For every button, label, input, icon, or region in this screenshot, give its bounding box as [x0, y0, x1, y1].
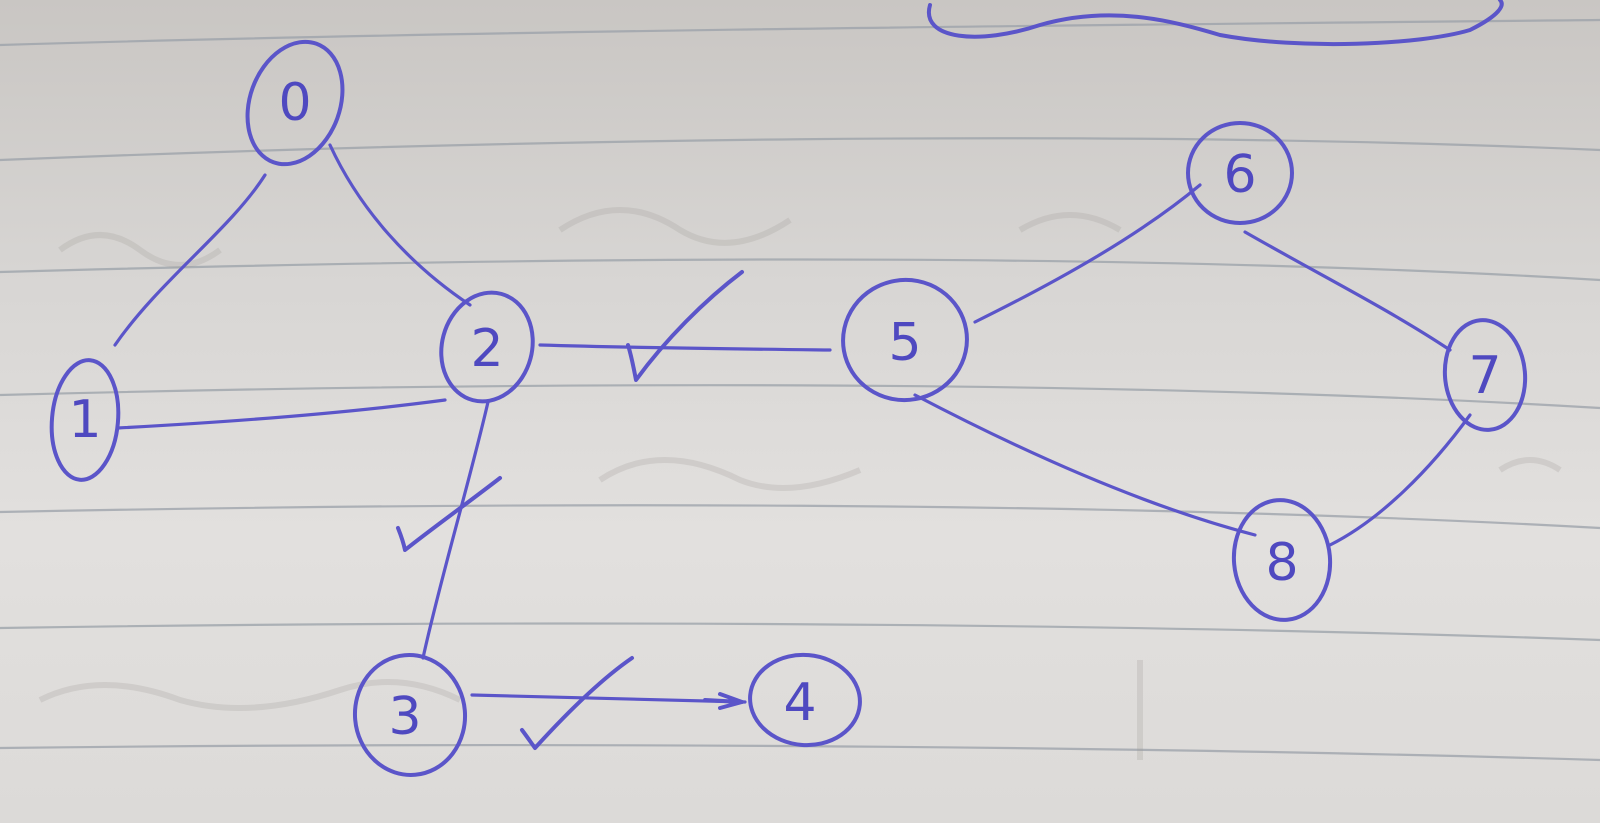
node-5: 5 — [841, 277, 969, 403]
show-through — [38, 207, 1562, 760]
node-3: 3 — [352, 653, 468, 777]
node-1: 1 — [49, 358, 121, 482]
ruled-lines — [0, 18, 1600, 762]
check-mark-edge-2-5 — [626, 270, 744, 382]
top-scribble — [926, 0, 1504, 47]
node-2-label: 2 — [470, 319, 503, 379]
node-8-label: 8 — [1265, 533, 1298, 593]
edge-7-8 — [1328, 413, 1472, 547]
edge-1-2 — [116, 398, 447, 430]
edges — [113, 143, 1472, 704]
edge-5-8 — [913, 393, 1257, 537]
node-2: 2 — [439, 290, 535, 404]
arrowhead-to-4 — [703, 692, 744, 710]
node-6-label: 6 — [1223, 145, 1256, 205]
edge-2-5 — [538, 343, 832, 352]
node-4: 4 — [748, 652, 862, 748]
node-0-label: 0 — [278, 73, 311, 133]
node-3-label: 3 — [388, 687, 421, 747]
check-mark-edge-2-3 — [396, 476, 502, 552]
node-1-label: 1 — [68, 390, 101, 450]
check-marks — [396, 270, 744, 750]
edge-6-7 — [1243, 230, 1452, 352]
check-mark-edge-3-4 — [520, 656, 634, 750]
node-4-label: 4 — [783, 673, 816, 733]
node-0: 0 — [245, 39, 345, 167]
node-8: 8 — [1231, 498, 1333, 622]
edge-0-2 — [328, 143, 472, 307]
nodes: 0 1 2 3 4 5 6 — [49, 39, 1528, 777]
edge-2-3 — [421, 400, 490, 660]
edge-0-1 — [113, 173, 267, 347]
node-5-label: 5 — [888, 313, 921, 373]
edge-5-6 — [973, 183, 1202, 324]
node-7: 7 — [1442, 318, 1528, 432]
node-7-label: 7 — [1468, 346, 1501, 406]
node-6: 6 — [1186, 121, 1294, 225]
